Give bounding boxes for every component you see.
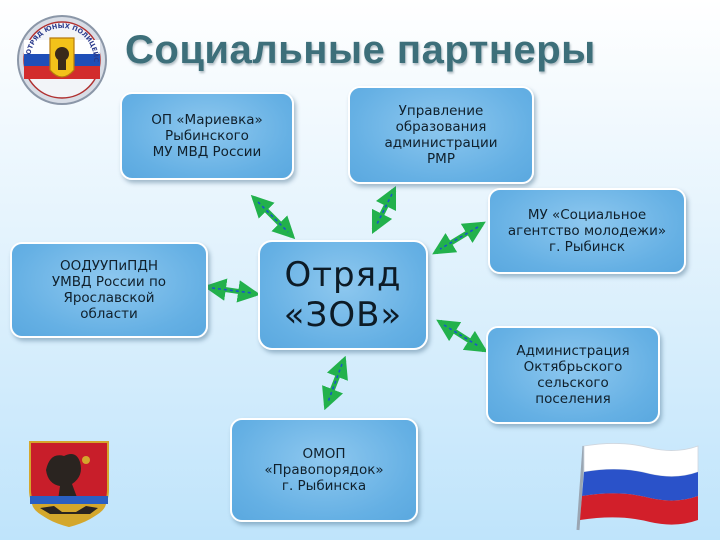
russian-flag-icon (576, 443, 699, 531)
node-op-marievka: ОП «Мариевка» Рыбинского МУ МВД России (120, 92, 294, 180)
arrow-center-omop (322, 355, 348, 411)
node-ooduupi: ООДУУПиПДН УМВД России по Ярославской об… (10, 242, 208, 338)
arrow-center-mu (432, 221, 486, 255)
arrow-center-ooduupi (203, 278, 261, 303)
arrow-center-op (250, 194, 296, 240)
arrow-center-administration (436, 319, 488, 353)
page-title: Социальные партнеры (125, 28, 596, 72)
node-center-zov: Отряд «ЗОВ» (258, 240, 428, 350)
connection-arrows (203, 185, 488, 411)
arrow-center-upravlenie (371, 185, 397, 235)
node-administration: Администрация Октябрьского сельского пос… (486, 326, 660, 424)
node-omop: ОМОП «Правопорядок» г. Рыбинска (230, 418, 418, 522)
node-upravlenie: Управление образования администрации РМР (348, 86, 534, 184)
police-emblem-icon: ОТРЯД ЮНЫХ ПОЛИЦЕЙСКИХ (0, 0, 107, 105)
node-mu-agency: МУ «Социальное агентство молодежи» г. Ры… (488, 188, 686, 274)
coat-of-arms-icon (29, 441, 109, 528)
